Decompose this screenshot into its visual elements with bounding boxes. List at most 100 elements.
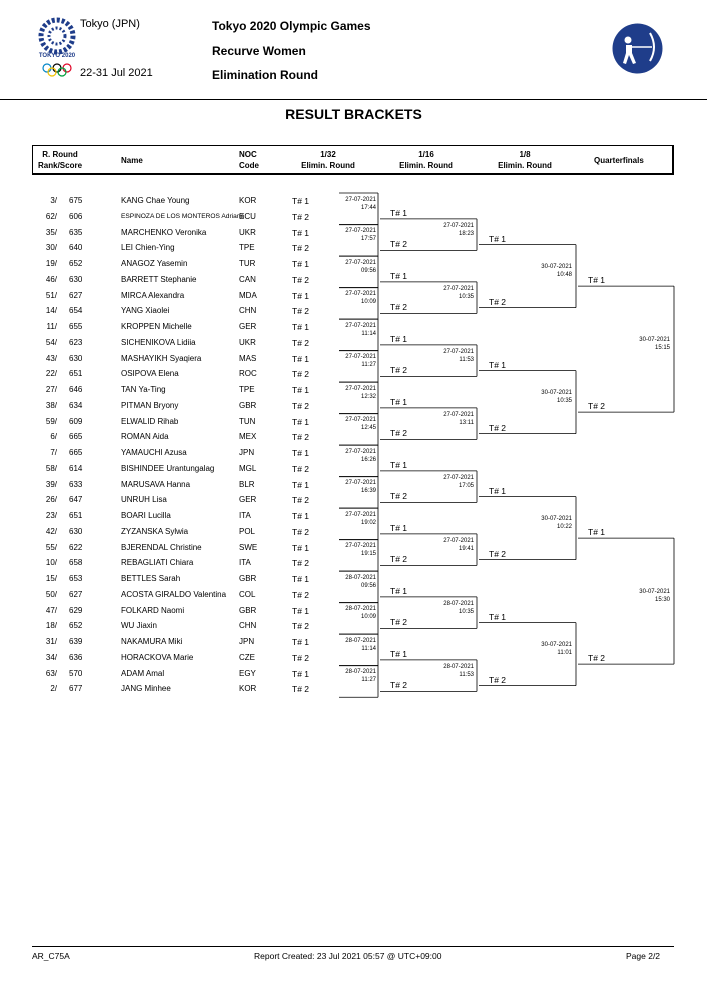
- athlete-name: ESPINOZA DE LOS MONTEROS Adriana: [121, 212, 245, 220]
- athlete-name: BARRETT Stephanie: [121, 274, 197, 284]
- athlete-noc: EGY: [239, 668, 256, 678]
- r16-slot: T# 2: [390, 239, 408, 250]
- match-time: 09:56: [360, 267, 376, 274]
- qf-slot: T# 1: [588, 275, 606, 286]
- athlete-target: T# 2: [292, 306, 310, 317]
- athlete-target: T# 1: [292, 542, 310, 553]
- athlete-score: 630: [69, 274, 83, 284]
- athlete-name: BOARI Lucilla: [121, 511, 171, 520]
- r16-slot: T# 2: [390, 365, 408, 376]
- athlete-score: 640: [69, 243, 83, 253]
- athlete-rank: 18/: [45, 621, 57, 631]
- match-time: 12:45: [360, 425, 376, 432]
- athlete-rank: 54/: [45, 337, 57, 347]
- match-date: 30-07-2021: [541, 642, 572, 649]
- r16-slot: T# 1: [390, 522, 408, 533]
- r8-slot: T# 1: [489, 359, 507, 370]
- athlete-rank: 62/: [45, 211, 57, 221]
- r8-slot: T# 1: [489, 611, 507, 622]
- athlete-target: T# 1: [292, 574, 310, 584]
- athlete-rank: 46/: [45, 274, 57, 284]
- athlete-name: YANG Xiaolei: [121, 306, 170, 316]
- athlete-rank: 58/: [45, 463, 57, 473]
- match-date: 30-07-2021: [541, 264, 572, 271]
- athlete-target: T# 2: [292, 526, 310, 537]
- athlete-target: T# 2: [292, 369, 310, 380]
- athlete-score: 614: [69, 463, 83, 473]
- r8-slot: T# 1: [489, 485, 507, 496]
- athlete-score: 570: [69, 668, 83, 678]
- athlete-score: 635: [69, 227, 83, 237]
- match-date: 30-07-2021: [639, 337, 670, 344]
- athlete-noc: GBR: [239, 574, 257, 583]
- athlete-score: 609: [69, 416, 83, 426]
- athlete-name: ZYZANSKA Sylwia: [121, 526, 189, 536]
- athlete-rank: 38/: [45, 400, 57, 410]
- match-time: 17:05: [458, 482, 474, 489]
- match-time: 16:39: [360, 488, 376, 495]
- match-time: 11:01: [557, 650, 572, 657]
- match-time: 10:35: [458, 608, 474, 615]
- athlete-name: ADAM Amal: [121, 668, 165, 678]
- athlete-rank: 31/: [45, 637, 57, 646]
- athlete-score: 627: [69, 290, 83, 300]
- event-phase: Elimination Round: [212, 68, 318, 82]
- athlete-target: T# 2: [292, 400, 310, 411]
- athlete-target: T# 2: [292, 463, 310, 474]
- header-dates: 22-31 Jul 2021: [80, 67, 153, 79]
- match-time: 19:41: [458, 545, 474, 552]
- r16-slot: T# 2: [390, 491, 408, 502]
- match-time: 10:09: [360, 614, 376, 621]
- athlete-score: 630: [69, 526, 83, 536]
- athlete-score: 633: [69, 479, 83, 489]
- athlete-target: T# 1: [292, 637, 310, 647]
- r16-slot: T# 2: [390, 617, 408, 628]
- athlete-noc: MEX: [239, 432, 257, 442]
- athlete-noc: JPN: [239, 448, 255, 457]
- match-date: 27-07-2021: [345, 385, 376, 392]
- footer-report: Report Created: 23 Jul 2021 05:57 @ UTC+…: [254, 951, 442, 961]
- athlete-score: 652: [69, 621, 83, 631]
- match-date: 27-07-2021: [443, 222, 474, 229]
- match-time: 09:56: [360, 582, 376, 589]
- match-time: 11:27: [361, 362, 376, 369]
- r16-slot: T# 1: [390, 648, 408, 659]
- r16-slot: T# 1: [390, 270, 408, 281]
- col-rank: R. Round Rank/Score: [38, 149, 82, 171]
- match-time: 11:53: [459, 356, 474, 363]
- athlete-score: 634: [69, 400, 83, 410]
- athlete-target: T# 1: [292, 605, 310, 616]
- col-noc: NOC Code: [239, 149, 259, 171]
- athlete-rank: 51/: [45, 290, 57, 300]
- athlete-target: T# 1: [292, 511, 310, 521]
- athlete-noc: CZE: [239, 652, 255, 662]
- footer-rule: [32, 946, 674, 947]
- athlete-noc: GBR: [239, 400, 257, 410]
- match-time: 17:57: [360, 236, 376, 243]
- athlete-rank: 15/: [45, 574, 57, 583]
- column-header-box: [32, 145, 674, 175]
- athlete-noc: MDA: [239, 290, 257, 300]
- athlete-target: T# 1: [292, 227, 310, 238]
- r8-slot: T# 2: [489, 422, 507, 433]
- athlete-target: T# 2: [292, 621, 310, 632]
- match-time: 15:15: [654, 345, 670, 352]
- athlete-name: BJERENDAL Christine: [121, 542, 202, 552]
- athlete-rank: 3/: [50, 196, 57, 205]
- match-date: 28-07-2021: [345, 574, 376, 581]
- athlete-noc: KOR: [239, 196, 257, 205]
- athlete-rank: 39/: [45, 479, 57, 489]
- athlete-rank: 63/: [45, 668, 57, 678]
- match-date: 27-07-2021: [345, 259, 376, 266]
- athlete-noc: ITA: [239, 511, 251, 520]
- athlete-name: ANAGOZ Yasemin: [121, 259, 188, 268]
- athlete-name: BETTLES Sarah: [121, 574, 181, 583]
- athlete-noc: COL: [239, 589, 256, 599]
- match-date: 27-07-2021: [345, 228, 376, 235]
- athlete-target: T# 2: [292, 243, 310, 254]
- col-r32-l2: Elimin. Round: [301, 161, 355, 170]
- match-date: 27-07-2021: [345, 322, 376, 329]
- athlete-target: T# 1: [292, 353, 310, 364]
- athlete-target: T# 2: [292, 558, 310, 569]
- athlete-target: T# 2: [292, 684, 310, 695]
